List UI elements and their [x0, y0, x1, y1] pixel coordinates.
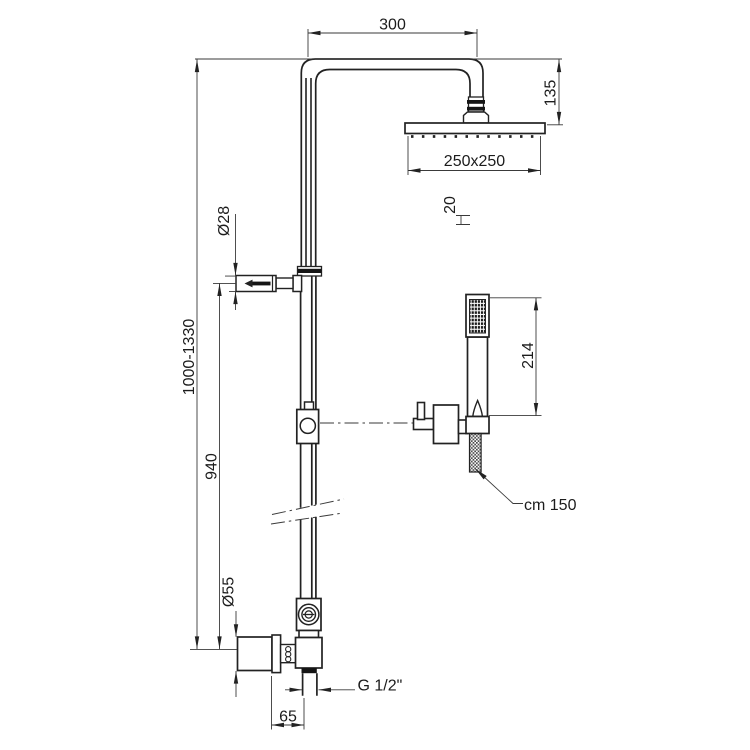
dim-height-1000-1330: 1000-1330: [181, 59, 200, 649]
dim-escutcheon-55: Ø55: [221, 577, 239, 697]
label-column-height: 1000-1330: [181, 319, 198, 396]
dim-head-250x250: 250x250: [408, 153, 541, 173]
upper-joint-collar: [296, 265, 323, 277]
wall-escutcheon: [236, 636, 273, 672]
diverter-handle: [235, 274, 303, 293]
threaded-nipple: [279, 643, 297, 664]
escutcheon-flange: [271, 634, 282, 674]
outlet-pipe: [301, 673, 318, 696]
label-arm-reach: 300: [379, 17, 406, 34]
riser-pipe: [299, 78, 317, 599]
label-diverter-diameter: Ø28: [216, 206, 233, 236]
label-escutcheon-diameter: Ø55: [221, 577, 238, 607]
mixer-valve: [236, 597, 323, 696]
dim-height-940: 940: [204, 283, 222, 649]
leader-hose-150: cm 150: [475, 468, 577, 514]
label-hose-length: cm 150: [524, 497, 577, 514]
label-head-size: 250x250: [444, 153, 505, 170]
dim-outlet-thread: G 1/2": [285, 678, 402, 695]
label-head-drop: 135: [543, 80, 560, 107]
handle-arrow-icon: [244, 279, 253, 288]
label-arm-pipe: 20: [442, 196, 459, 214]
dim-handshower-214: 214: [520, 297, 539, 416]
dim-arm-300: 300: [308, 17, 477, 36]
hand-shower: [465, 293, 490, 435]
dim-diverter-28: Ø28: [216, 206, 238, 310]
head-connector: [462, 96, 490, 124]
valve-body: [294, 636, 323, 669]
extension-lines: [190, 29, 563, 730]
handshower-holder: [412, 401, 469, 445]
label-handshower-length: 214: [520, 342, 537, 369]
label-wall-offset: 65: [279, 709, 297, 726]
valve-knob-icon: [297, 603, 320, 626]
slider-bracket: [295, 401, 320, 445]
shower-hose: [468, 432, 482, 473]
dim-head-135: 135: [543, 59, 562, 125]
mark-arm-pipe-20: 20: [442, 196, 470, 225]
pipe-break-marks: [270, 498, 345, 525]
dim-offset-65: 65: [271, 709, 304, 728]
label-outlet-thread: G 1/2": [358, 678, 403, 695]
label-diverter-height: 940: [204, 453, 221, 480]
spray-face: [469, 299, 486, 334]
rain-shower-head: [404, 122, 546, 138]
